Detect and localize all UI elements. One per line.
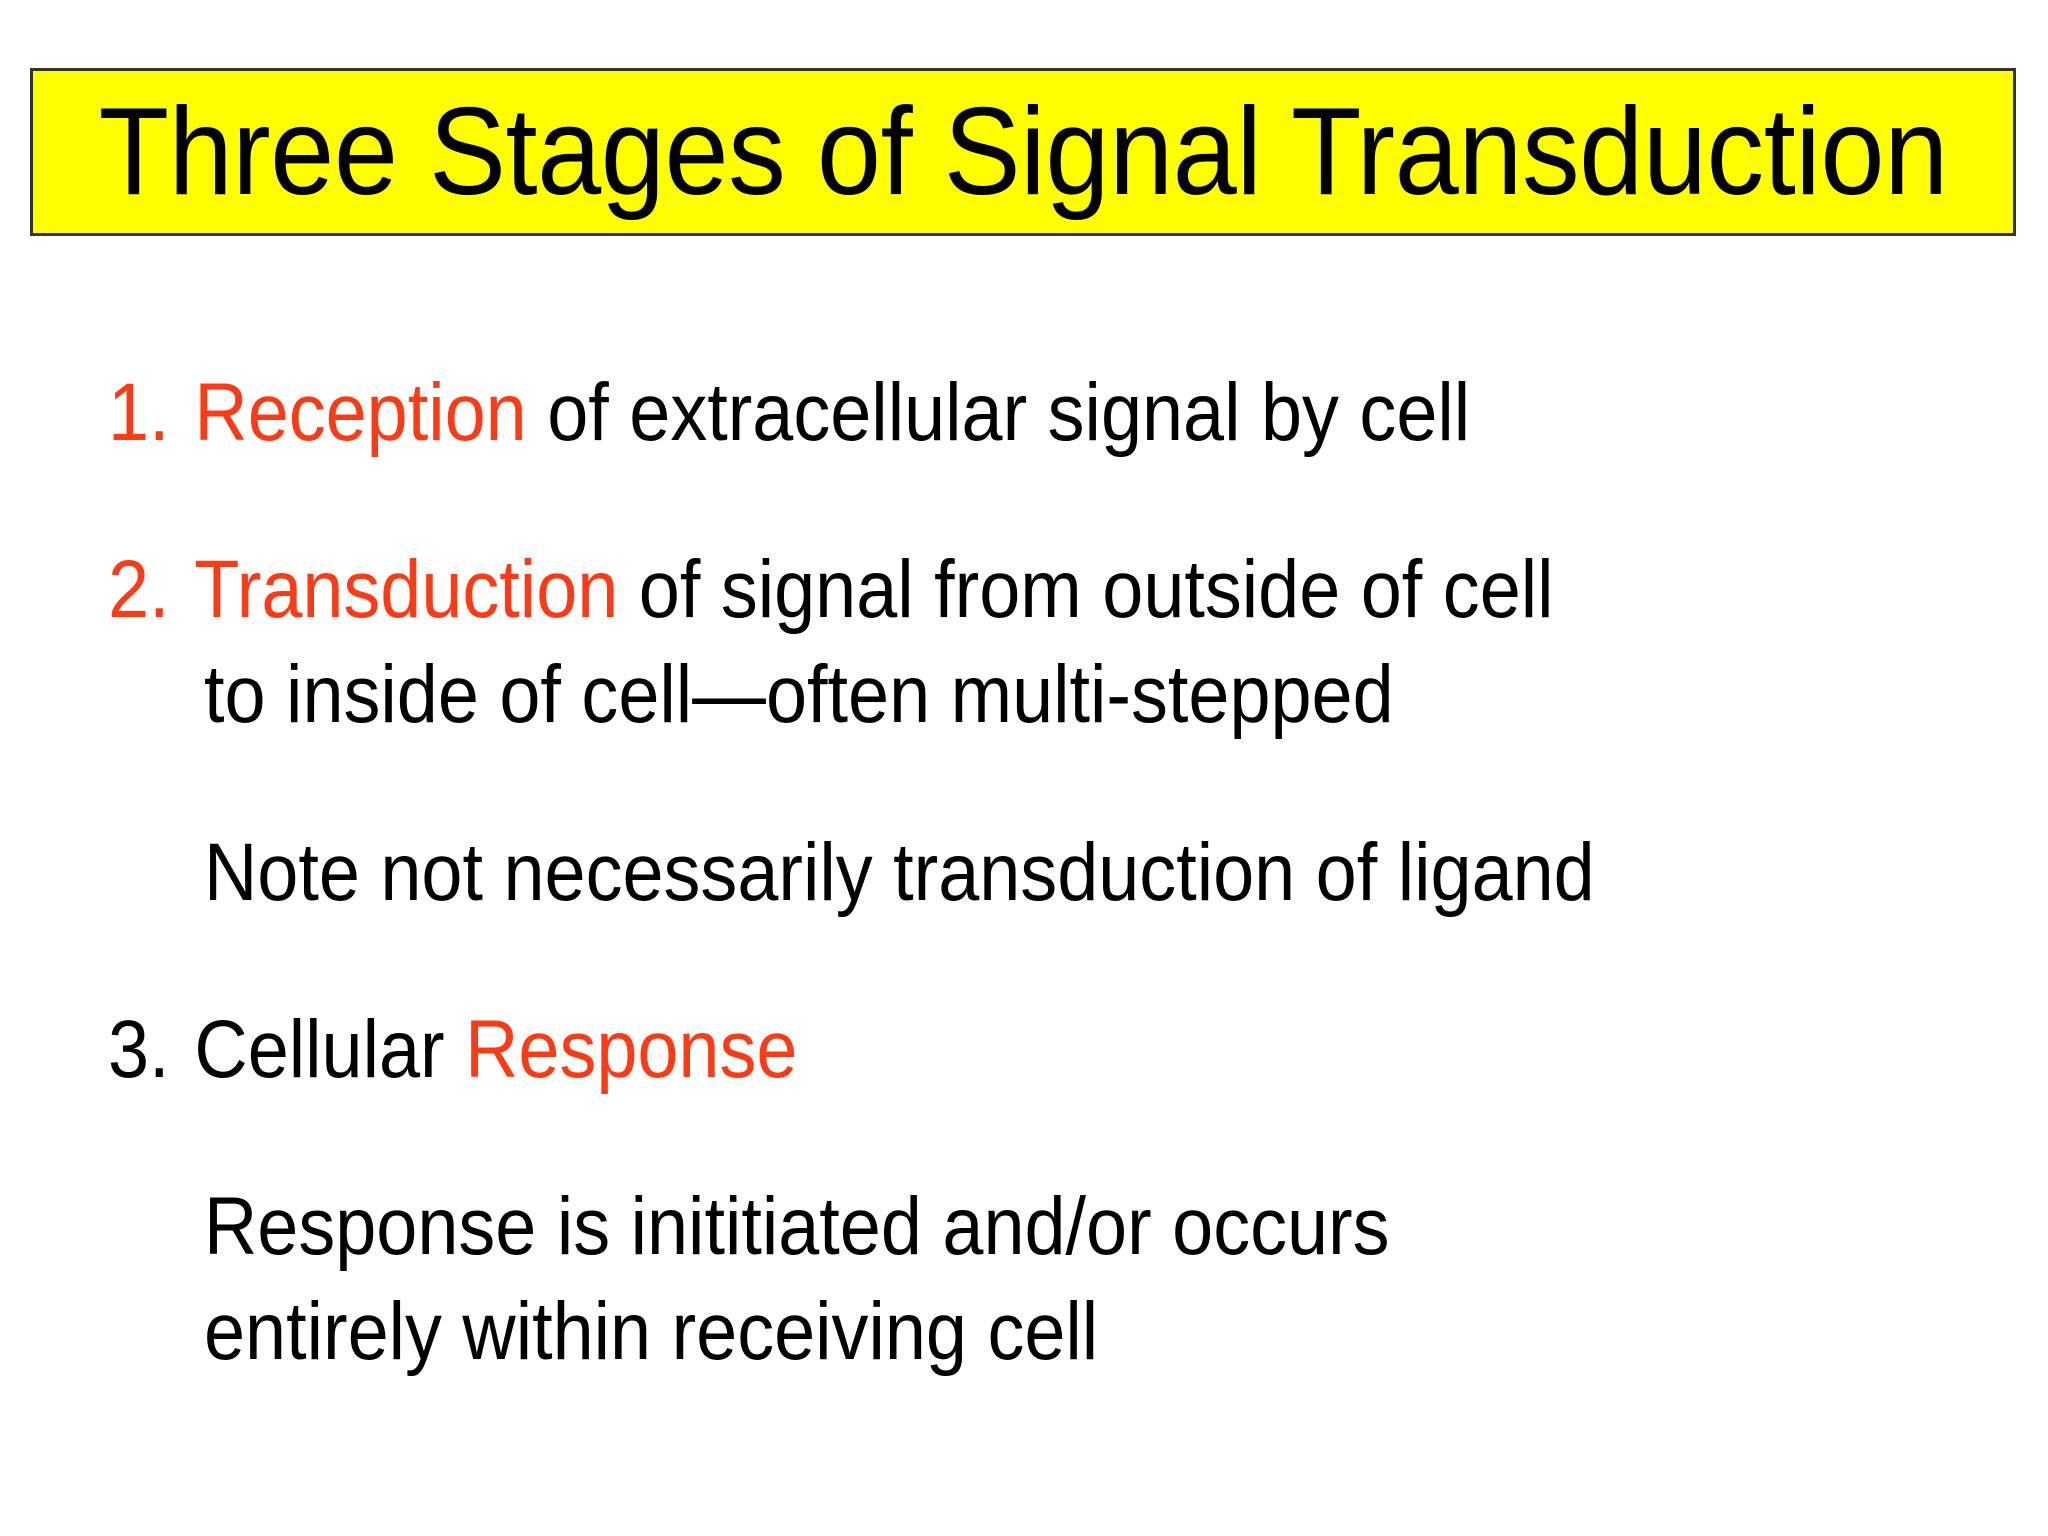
bullet-2-text: of signal from outside of cell xyxy=(618,544,1554,635)
bullet-2-continuation: to inside of cell—often multi-stepped xyxy=(204,649,1394,740)
bullet-item-1: 1. Reception of extracellular signal by c… xyxy=(108,367,1471,458)
bullet-2-number: 2. xyxy=(108,544,170,635)
bullet-1-number: 1. xyxy=(108,367,170,458)
bullet-3-number: 3. xyxy=(108,1004,170,1095)
note-line: Note not necessarily transduction of lig… xyxy=(204,827,1595,918)
bullet-3-keyword: Response xyxy=(465,1004,798,1095)
bullet-item-2: 2. Transduction of signal from outside of… xyxy=(108,544,1554,635)
response-line-2: entirely within receiving cell xyxy=(204,1286,1099,1377)
bullet-1-text: of extracellular signal by cell xyxy=(526,367,1471,458)
response-line-1: Response is inititiated and/or occurs xyxy=(204,1181,1390,1272)
bullet-2-keyword: Transduction xyxy=(194,544,619,635)
bullet-3-lead: Cellular xyxy=(194,1004,466,1095)
page-title: Three Stages of Signal Transduction xyxy=(98,83,1948,221)
bullet-item-3: 3. Cellular Response xyxy=(108,1004,798,1095)
bullet-1-keyword: Reception xyxy=(194,367,527,458)
title-banner: Three Stages of Signal Transduction xyxy=(30,68,2016,236)
slide-body: 1. Reception of extracellular signal by c… xyxy=(0,300,2048,1480)
